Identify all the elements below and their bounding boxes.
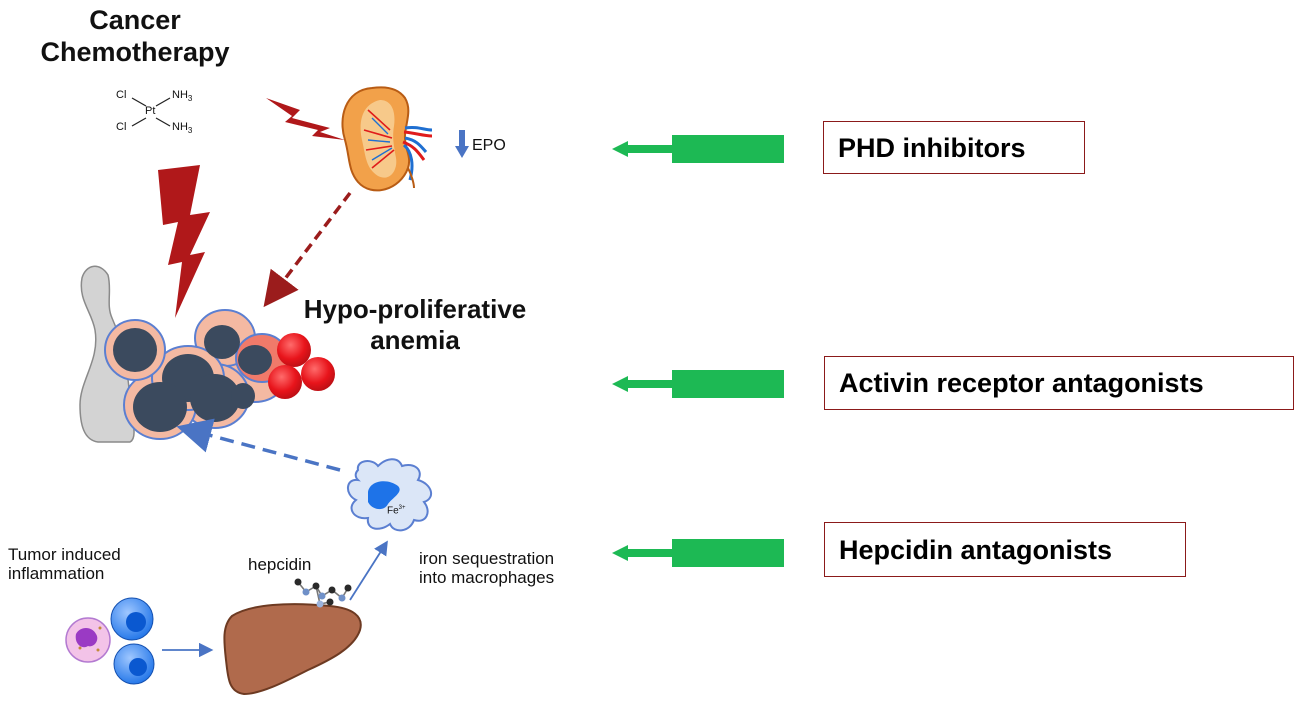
therapy-arrow-hepcidin [612, 539, 784, 567]
immune-cells [65, 597, 155, 685]
ammonia-top-label: NH3 [172, 89, 193, 104]
therapy-label: Activin receptor antagonists [839, 368, 1204, 398]
hepcidin-molecule-icon [294, 578, 352, 608]
cisplatin-molecule [131, 97, 171, 127]
therapy-box-hepcidin-antagonists: Hepcidin antagonists [824, 522, 1186, 577]
therapy-label: Hepcidin antagonists [839, 534, 1113, 565]
marrow-cell-cluster [104, 309, 290, 440]
ammonia-bottom-label: NH3 [172, 121, 193, 136]
therapy-box-phd-inhibitors: PHD inhibitors [823, 121, 1085, 174]
iron-sequestration-label: iron sequestration into macrophages [419, 549, 555, 587]
anemia-label: Hypo-proliferative anemia [303, 294, 527, 355]
lightning-bolt-icon [158, 165, 210, 318]
therapy-box-activin-receptor-antagonists: Activin receptor antagonists [824, 356, 1294, 410]
therapy-arrow-phd [612, 135, 784, 163]
liver-icon [223, 603, 362, 696]
macrophage-icon [347, 458, 433, 532]
kidney-icon [341, 86, 433, 192]
title-line-2: Chemotherapy [40, 37, 230, 67]
epo-label: EPO [472, 137, 506, 154]
kidney-to-marrow-arrow [263, 191, 352, 308]
hepcidin-to-macrophage-arrow [349, 540, 388, 601]
down-arrow-icon [455, 130, 469, 158]
chloride-bottom-label: Cl [116, 121, 127, 133]
lightning-bolt-icon [266, 98, 345, 140]
red-blood-cells [268, 333, 335, 399]
chloride-top-label: Cl [116, 89, 127, 101]
therapy-label: PHD inhibitors [838, 132, 1026, 163]
therapy-arrow-activin [612, 370, 784, 398]
macrophage-to-marrow-arrow [176, 418, 341, 472]
title-line-1: Cancer [89, 5, 181, 35]
iron-label: Fe3+ [387, 505, 406, 517]
tumor-inflammation-label: Tumor induced inflammation [8, 545, 121, 583]
platinum-label: Pt [145, 105, 156, 117]
hepcidin-label: hepcidin [248, 555, 312, 574]
title: Cancer Chemotherapy [10, 4, 260, 68]
